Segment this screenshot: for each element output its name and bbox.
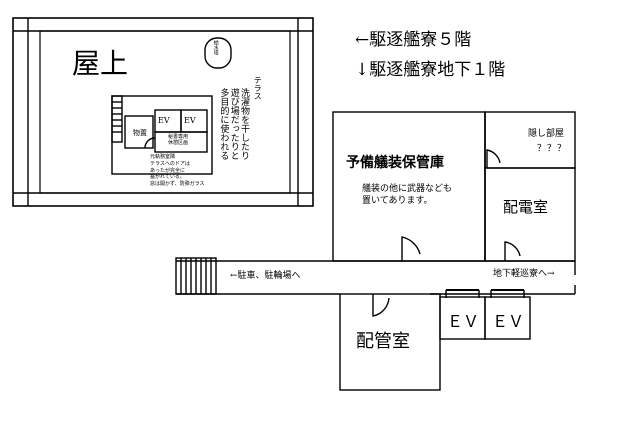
terrace-note-line: 遊び場だったりと (228, 88, 239, 160)
reserve-door (401, 236, 421, 261)
basement-ev2-label: ＥＶ (492, 312, 525, 331)
rooftop-note: 元執務室隣 テラスへのドアは あったが完全に 塞がれている。 窓は開かず、防弾ガ… (150, 154, 205, 188)
rooftop-note-line: 元執務室隣 (150, 154, 176, 160)
reserve-note: 艤装の他に武器なども 置いてあります。 (362, 183, 452, 207)
rooftop-ev2-label: EV (184, 116, 196, 125)
terrace-note-line: 多目的に使われる (218, 88, 229, 160)
secretary-box (154, 131, 208, 153)
secretary-label-line: 休憩区画 (168, 140, 189, 146)
secretary-label: 秘書専用 休憩区画 (168, 134, 188, 146)
reserve-storage-label: 予備艤装保管庫 (346, 155, 444, 171)
basement-ev2-box (484, 296, 531, 340)
rooftop-frame (12, 17, 314, 207)
power-door (504, 241, 521, 261)
pipe-room-label: 配管室 (356, 331, 410, 352)
rooftop-area (39, 30, 291, 194)
rooftop-ev1-label: EV (158, 116, 170, 125)
reserve-note-line: 置いてあります。 (362, 196, 433, 207)
reserve-note-line: 艤装の他に武器なども (362, 184, 453, 194)
rooftop-title: 屋上 (72, 47, 129, 80)
terrace-label: テラス (253, 76, 263, 100)
basement-ev1-label: ＥＶ (447, 312, 480, 331)
rooftop-note-line: 塞がれている。 (150, 174, 185, 181)
legend-basement1: ↓駆逐艦寮地下１階 (355, 60, 506, 80)
rooftop-stairs (111, 95, 123, 143)
storage-label: 物置 (133, 129, 147, 137)
water-tower (204, 37, 232, 69)
legend-floor5: ←駆逐艦寮５階 (355, 30, 472, 50)
power-room-label: 配電室 (503, 198, 549, 216)
water-tower-label: 給水塔 (212, 40, 219, 55)
hidden-door (486, 149, 501, 168)
secretary-label-line: 秘書専用 (168, 134, 189, 140)
pipe-room (339, 293, 441, 391)
to-parking-label: ←駐車、駐輪場へ (230, 271, 301, 281)
terrace-note-line: 洗濯物を干したり (239, 88, 250, 160)
pipe-door (372, 294, 390, 317)
rooftop-note-line: テラスへのドアは (150, 160, 190, 167)
to-patrol-label: 地下軽巡寮へ→ (493, 269, 555, 279)
rooftop-note-line: あったが完全に (150, 167, 186, 174)
hidden-room-question: ？？？ (537, 144, 568, 154)
terrace-note: 洗濯物を干したり 遊び場だったりと 多目的に使われる (218, 88, 249, 178)
rooftop-note-line: 窓は開かず、防弾ガラス (150, 181, 205, 187)
hidden-room-label: 隠し部屋 (528, 129, 565, 139)
secretary-door (144, 137, 156, 149)
storage-box (124, 115, 154, 149)
